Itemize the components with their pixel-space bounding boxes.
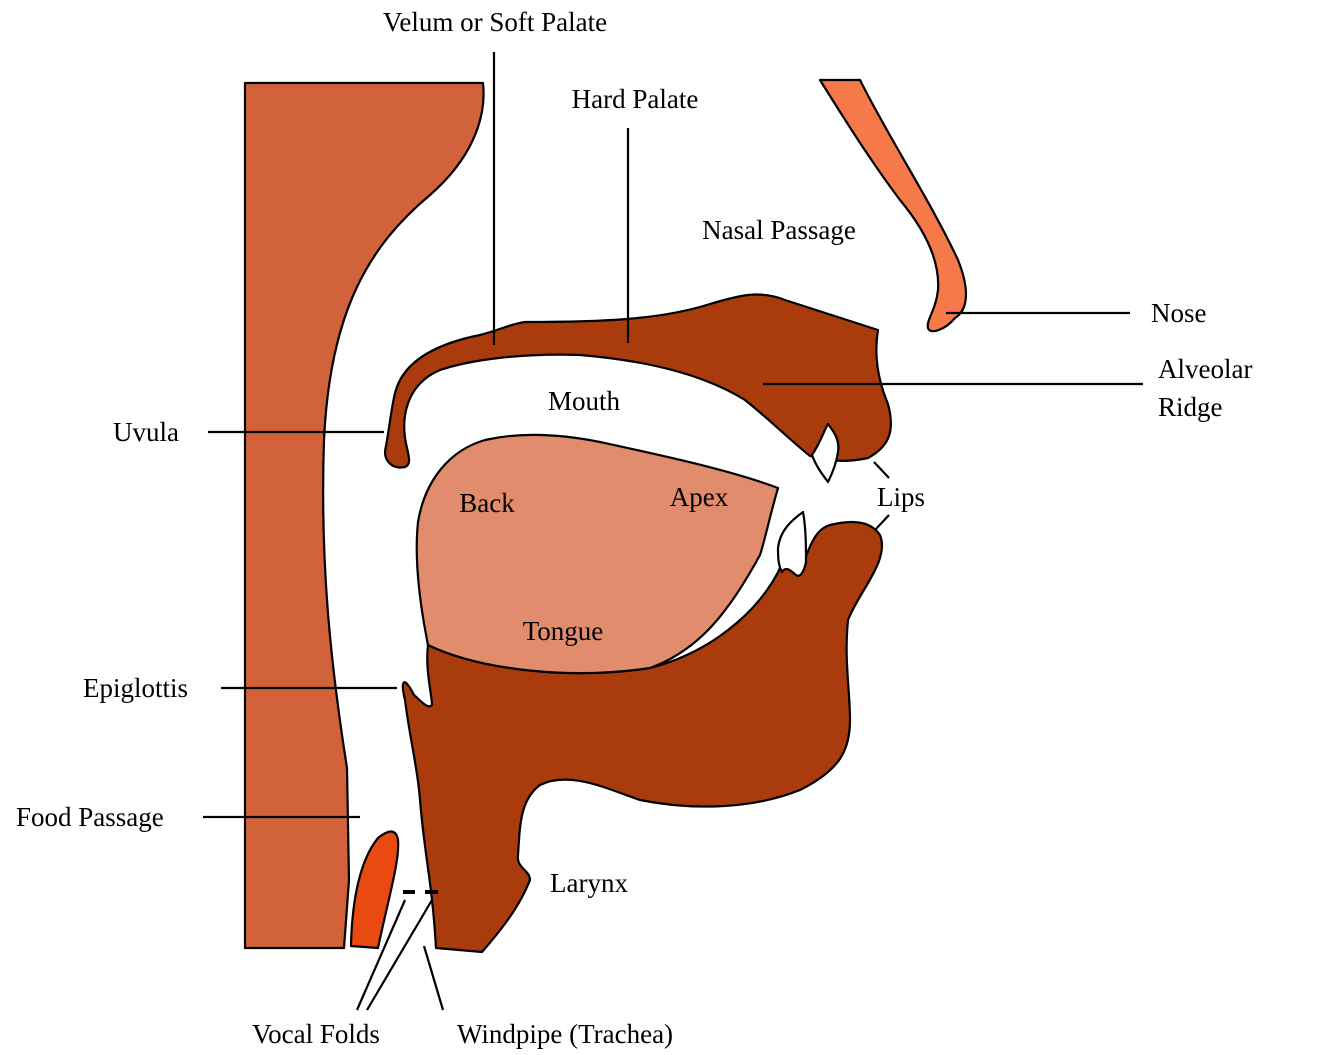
upper-palate-shape: [385, 294, 891, 467]
hard-palate-label: Hard Palate: [572, 84, 699, 114]
epiglottis-label: Epiglottis: [83, 673, 188, 703]
lips-upper-leader: [874, 462, 889, 478]
alveolar-ridge-label-line1: Alveolar: [1158, 354, 1252, 384]
food-passage-label: Food Passage: [16, 802, 164, 832]
windpipe-label: Windpipe (Trachea): [457, 1019, 673, 1049]
back-label: Back: [459, 488, 515, 518]
windpipe-leader: [424, 946, 443, 1010]
alveolar-ridge-label-line2: Ridge: [1158, 392, 1223, 422]
nose-label: Nose: [1151, 298, 1207, 328]
lips-lower-leader: [875, 515, 889, 530]
nose-shape: [820, 80, 966, 331]
lips-label: Lips: [877, 482, 925, 512]
vocal-folds-label: Vocal Folds: [252, 1019, 380, 1049]
mouth-label: Mouth: [548, 386, 621, 416]
apex-label: Apex: [670, 482, 729, 512]
lower-tooth: [778, 512, 806, 576]
larynx-label: Larynx: [550, 868, 628, 898]
uvula-label: Uvula: [113, 417, 179, 447]
tongue-label: Tongue: [523, 616, 604, 646]
velum-label: Velum or Soft Palate: [383, 7, 607, 37]
nasal-passage-label: Nasal Passage: [702, 215, 856, 245]
